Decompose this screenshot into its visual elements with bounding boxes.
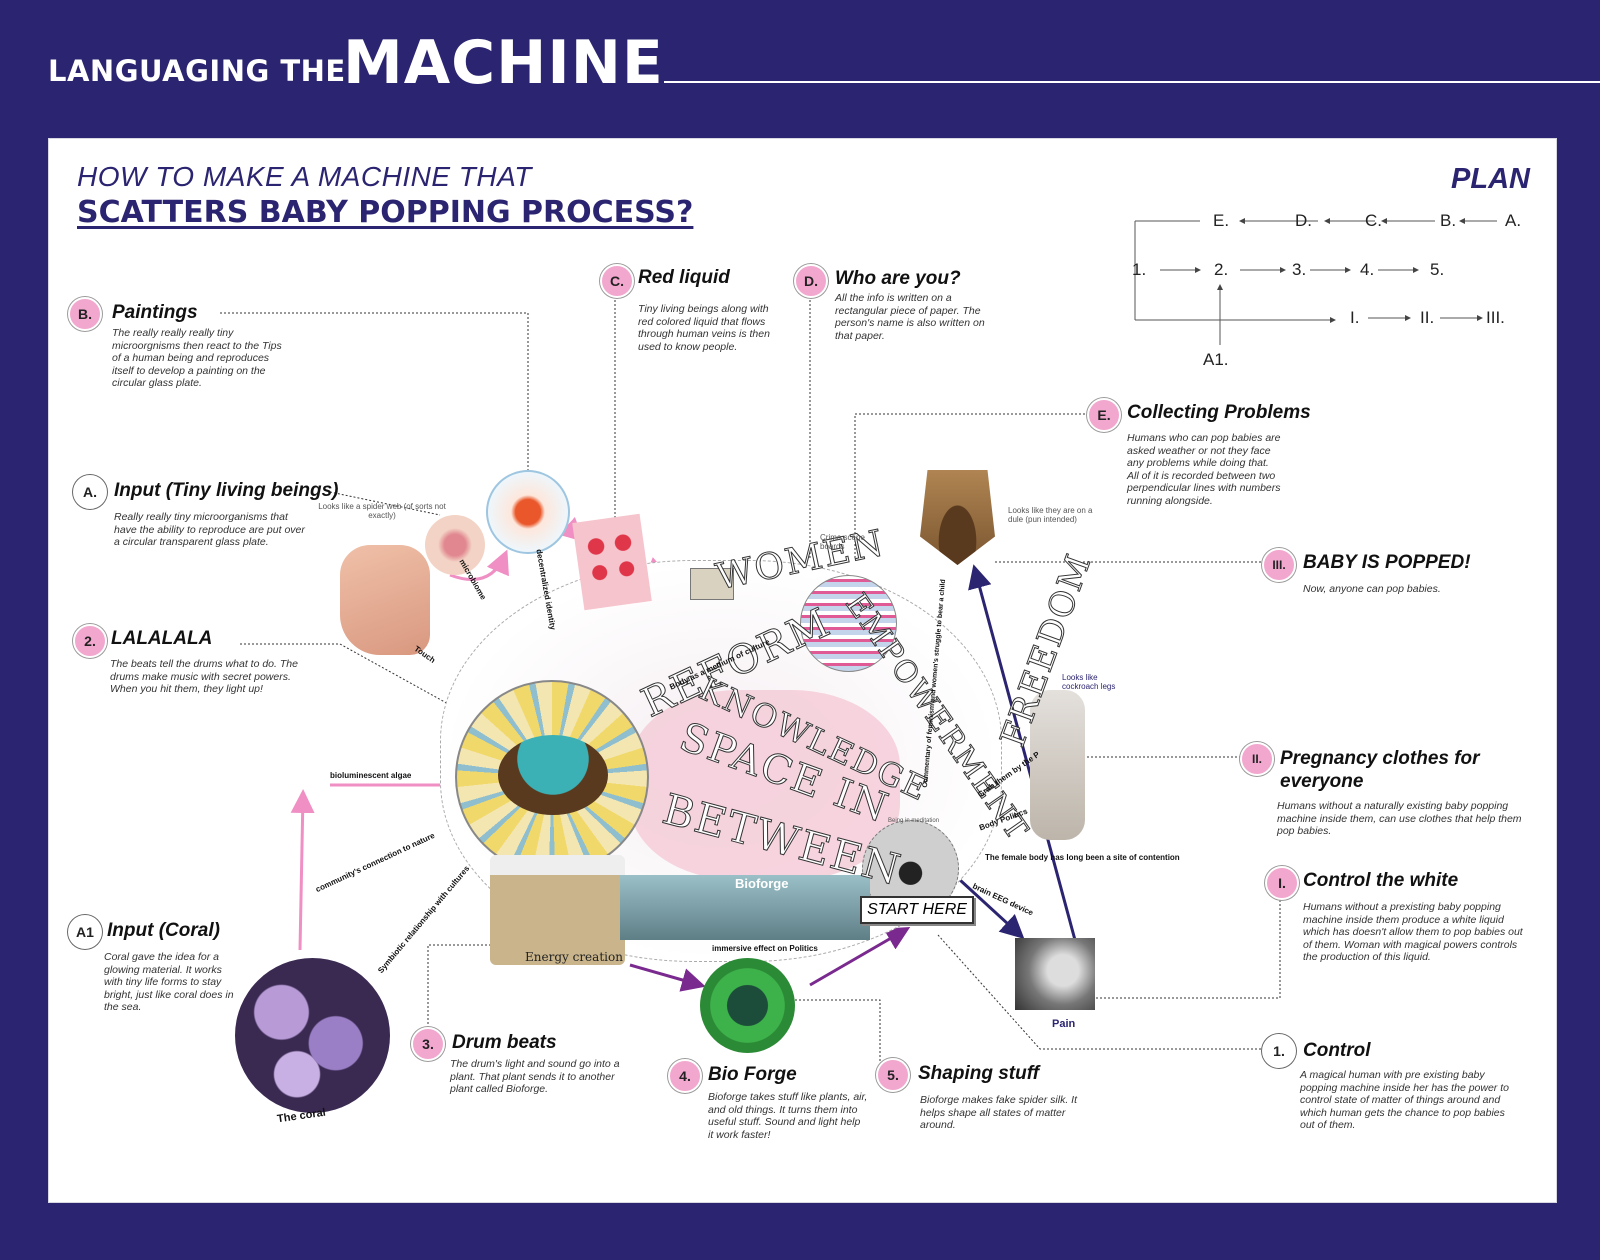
bioforge-building	[620, 875, 870, 940]
seq-4: 4.	[1360, 260, 1375, 279]
label-meditation: Being in meditation	[888, 818, 940, 824]
label-pain: Pain	[1052, 1018, 1076, 1030]
desc-paintings: The really really really tiny microorgni…	[112, 327, 282, 389]
title-bio-forge: Bio Forge	[708, 1064, 797, 1085]
badge-1: 1.	[1262, 1034, 1296, 1068]
title-control: Control	[1303, 1040, 1371, 1061]
badge-3: 3.	[411, 1027, 445, 1061]
question-line-1: HOW TO MAKE A MACHINE THAT	[77, 161, 532, 192]
seq-ii: II.	[1420, 308, 1435, 327]
badge-2: 2.	[73, 624, 107, 658]
badge-e: E.	[1087, 398, 1121, 432]
title-input-tiny: Input (Tiny living beings)	[114, 480, 339, 501]
desc-red-liquid: Tiny living beings along with red colore…	[638, 303, 770, 353]
label-immersive: immersive effect on Politics	[712, 944, 818, 953]
desc-pregnancy-clothes: Humans without a naturally existing baby…	[1277, 800, 1522, 837]
header-title: MACHINE	[343, 28, 664, 98]
desc-baby-popped: Now, anyone can pop babies.	[1303, 583, 1441, 595]
seq-5: 5.	[1430, 260, 1445, 279]
label-crime: Crime scene boards	[820, 533, 865, 551]
start-here-button: START HERE	[860, 896, 974, 924]
hand-photo	[340, 545, 430, 655]
badge-b: B.	[68, 297, 102, 331]
microorganism-plate	[486, 470, 570, 554]
title-shaping-stuff: Shaping stuff	[918, 1063, 1040, 1084]
crime-board-plate	[800, 575, 897, 672]
seq-c: C.	[1365, 211, 1382, 230]
pink-scribble-area	[630, 690, 900, 880]
badge-d: D.	[794, 264, 828, 298]
tanks-photo	[490, 855, 625, 965]
desc-input-coral: Coral gave the idea for a glowing materi…	[104, 951, 234, 1013]
title-collecting-problems: Collecting Problems	[1127, 402, 1311, 423]
desc-bio-forge: Bioforge takes stuff like plants, air, a…	[708, 1091, 868, 1141]
badge-ii: II.	[1240, 742, 1274, 776]
seq-iii: III.	[1486, 308, 1505, 327]
desc-control-white: Humans without a prexisting baby popping…	[1303, 901, 1523, 963]
title-pregnancy-clothes: Pregnancy clothes for everyone	[1280, 748, 1480, 792]
face-photo	[1015, 938, 1095, 1010]
seq-b: B.	[1440, 211, 1457, 230]
desc-control: A magical human with pre existing baby p…	[1300, 1069, 1509, 1131]
badge-iii: III.	[1262, 548, 1296, 582]
seq-1: 1.	[1132, 260, 1147, 279]
title-who-are-you: Who are you?	[835, 268, 961, 289]
seq-3: 3.	[1292, 260, 1307, 279]
desc-shaping-stuff: Bioforge makes fake spider silk. It help…	[920, 1094, 1077, 1131]
badge-a1: A1	[68, 915, 102, 949]
desc-lalalala: The beats tell the drums what to do. The…	[110, 658, 298, 695]
label-cockroach: Looks like cockroach legs	[1062, 673, 1116, 691]
label-dule: Looks like they are on a dule (pun inten…	[1008, 506, 1093, 524]
label-bioforge-sign: Bioforge	[735, 876, 789, 891]
label-spider-web: Looks like a spider web (of sorts not ex…	[318, 502, 446, 520]
desc-collecting-problems: Humans who can pop babies are asked weat…	[1127, 432, 1281, 507]
title-paintings: Paintings	[112, 302, 198, 323]
blood-sample-tray	[572, 513, 652, 611]
plan-label: PLAN	[1451, 163, 1530, 195]
desc-drum-beats: The drum's light and sound go into a pla…	[450, 1058, 620, 1095]
desc-input-tiny: Really really tiny microorganisms that h…	[114, 511, 305, 548]
seq-d: D.	[1295, 211, 1312, 230]
seq-a1: A1.	[1203, 350, 1229, 369]
desc-who-are-you: All the info is written on a rectangular…	[835, 292, 985, 342]
badge-i: I.	[1265, 866, 1299, 900]
bioforge-ring	[700, 958, 795, 1053]
label-algae: bioluminescent algae	[330, 771, 412, 780]
pregnancy-garment	[1030, 690, 1085, 840]
woven-basket	[498, 735, 608, 815]
title-lalalala: LALALALA	[111, 628, 213, 649]
badge-5: 5.	[876, 1058, 910, 1092]
header-subtitle: LANGUAGING THE	[48, 54, 346, 88]
label-energy: Energy creation	[525, 950, 623, 964]
badge-4: 4.	[668, 1059, 702, 1093]
title-red-liquid: Red liquid	[638, 267, 730, 288]
seq-i: I.	[1350, 308, 1360, 327]
title-control-white: Control the white	[1303, 870, 1459, 891]
title-input-coral: Input (Coral)	[107, 920, 220, 941]
badge-c: C.	[600, 264, 634, 298]
id-card	[690, 568, 734, 600]
coral-photo	[235, 958, 390, 1113]
lips-plate	[425, 515, 485, 575]
label-female-body: The female body has long been a site of …	[985, 853, 1180, 862]
seq-a: A.	[1505, 211, 1522, 230]
question-line-2: SCATTERS BABY POPPING PROCESS?	[77, 195, 694, 230]
title-baby-popped: BABY IS POPPED!	[1303, 552, 1471, 573]
header-rule	[664, 81, 1600, 83]
seq-e: E.	[1213, 211, 1230, 230]
badge-a: A.	[73, 475, 107, 509]
seq-2: 2.	[1214, 260, 1229, 279]
title-drum-beats: Drum beats	[452, 1032, 557, 1053]
